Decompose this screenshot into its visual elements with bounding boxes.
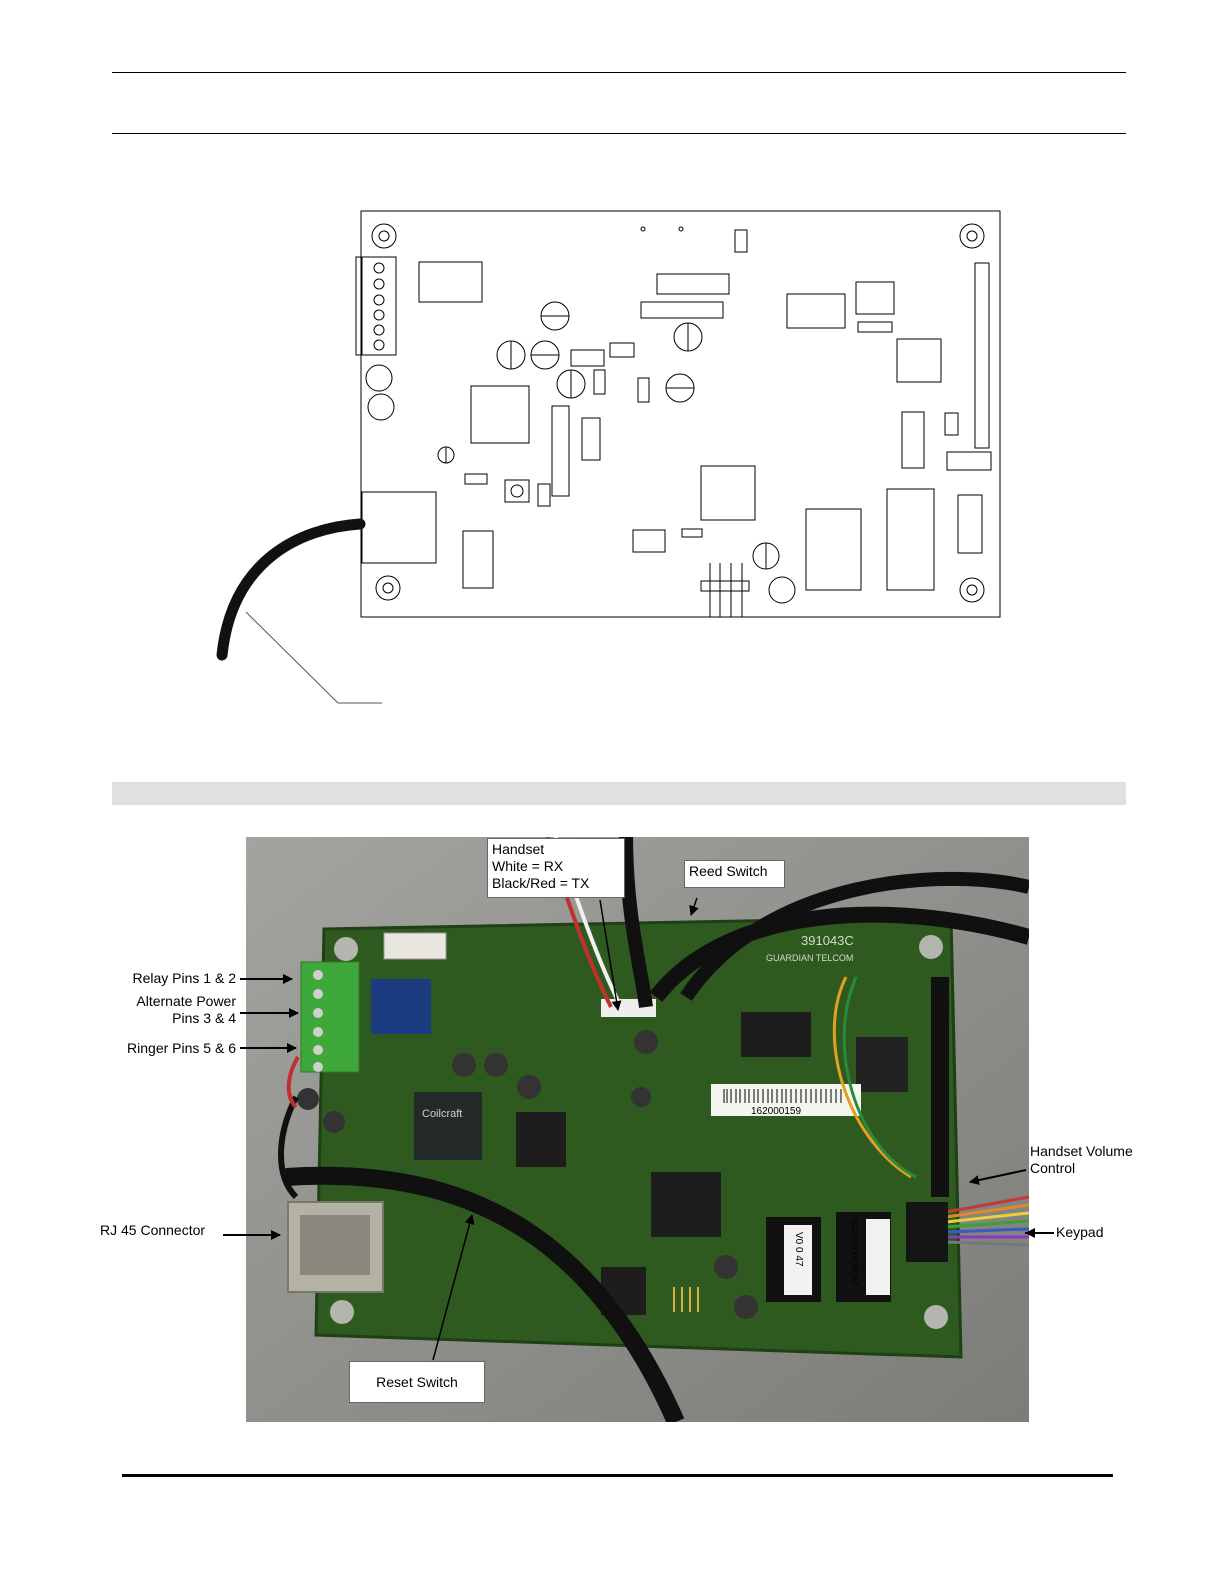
footer-rule bbox=[122, 1474, 1113, 1477]
